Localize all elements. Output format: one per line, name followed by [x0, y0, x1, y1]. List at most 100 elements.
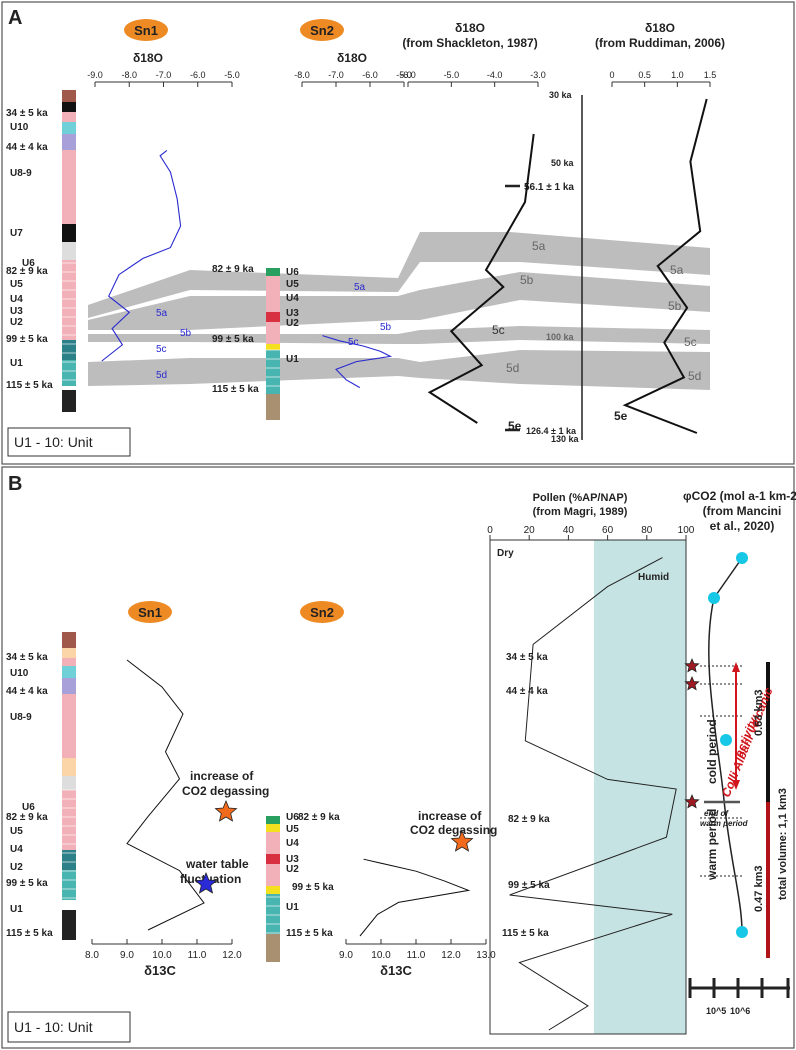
svg-text:126.4 ± 1 ka: 126.4 ± 1 ka [526, 426, 577, 436]
pollen-tick-label: 100 [678, 525, 695, 536]
sn2-a-tick-label: -7.0 [328, 70, 344, 80]
svg-text:et al., 2020): et al., 2020) [710, 519, 775, 533]
rudd-tick-label: 1.5 [704, 70, 717, 80]
rudd-tick-label: 0.5 [638, 70, 651, 80]
svg-text:U1: U1 [286, 902, 299, 913]
svg-text:U6: U6 [286, 267, 299, 278]
svg-text:10^5: 10^5 [706, 1006, 726, 1016]
svg-text:U10: U10 [10, 122, 29, 133]
svg-text:U5: U5 [286, 279, 299, 290]
svg-text:Sn1: Sn1 [134, 23, 158, 38]
svg-text:Sn2: Sn2 [310, 23, 334, 38]
svg-text:U6: U6 [22, 258, 35, 269]
rudd-tick-label: 0 [609, 70, 614, 80]
panel-b-label: B [8, 473, 22, 495]
svg-text:U3: U3 [286, 854, 299, 865]
svg-text:5d: 5d [156, 370, 167, 381]
svg-text:115 ± 5 ka: 115 ± 5 ka [286, 928, 333, 939]
star-co2-3 [684, 793, 700, 809]
shack-tick-label: -6.0 [400, 70, 416, 80]
star-increase-sn2 [450, 829, 474, 852]
sn2-b-tick-label: 9.0 [339, 950, 353, 961]
svg-text:44 ± 4 ka: 44 ± 4 ka [6, 686, 48, 697]
svg-text:82 ± 9 ka: 82 ± 9 ka [6, 812, 48, 823]
svg-text:5a: 5a [532, 239, 546, 253]
svg-text:U2: U2 [10, 862, 23, 873]
badge-sn2-a: Sn2 [300, 19, 344, 41]
svg-text:(from Mancini: (from Mancini [703, 504, 782, 518]
svg-text:99 ± 5 ka: 99 ± 5 ka [6, 334, 48, 345]
sn1-a-tick-label: -9.0 [87, 70, 103, 80]
svg-text:U1: U1 [10, 904, 23, 915]
annotation-increase-sn2: increase of CO2 degassing [410, 809, 497, 837]
svg-text:U10: U10 [10, 668, 29, 679]
svg-text:U1: U1 [286, 354, 299, 365]
svg-text:0.63 km3: 0.63 km3 [753, 690, 765, 736]
svg-text:U5: U5 [286, 824, 299, 835]
svg-text:0.47 km3: 0.47 km3 [753, 866, 765, 912]
svg-text:water table: water table [185, 857, 249, 871]
svg-text:5c: 5c [492, 323, 505, 337]
svg-text:U3: U3 [10, 306, 23, 317]
svg-text:5b: 5b [668, 299, 682, 313]
sn1-b-tick-label: 8.0 [85, 950, 99, 961]
co2-panel: φCO2 (mol a-1 km-2) (from Mancini et al.… [683, 489, 796, 1016]
sn1-d13c-title: δ13C [144, 963, 176, 978]
sn1-labels-a: 34 ± 5 ka U10 44 ± 4 ka U8-9 U7 U6 82 ± … [6, 108, 53, 391]
svg-text:115 ± 5 ka: 115 ± 5 ka [502, 928, 549, 939]
pollen-tick-label: 80 [641, 525, 653, 536]
svg-text:99 ± 5 ka: 99 ± 5 ka [212, 334, 254, 345]
sn2-b-tick-label: 13.0 [476, 950, 496, 961]
rudd-title: δ18O [645, 21, 675, 35]
badge-sn1-a: Sn1 [124, 19, 168, 41]
svg-text:5e: 5e [614, 409, 628, 423]
svg-text:U5: U5 [10, 279, 23, 290]
svg-text:U6: U6 [286, 812, 299, 823]
svg-text:warm period: warm period [700, 819, 749, 828]
svg-text:82 ± 9 ka: 82 ± 9 ka [6, 266, 48, 277]
sn1-b-tick-label: 11.0 [188, 950, 207, 961]
svg-text:end of: end of [704, 809, 729, 818]
svg-text:30 ka: 30 ka [549, 90, 573, 100]
svg-text:5a: 5a [354, 282, 366, 293]
sn2-labels-a: 82 ± 9 ka U6 U5 U4 U3 U2 99 ± 5 ka U1 11… [212, 264, 299, 395]
panel-a-frame [1, 1, 795, 465]
svg-text:44 ± 4 ka: 44 ± 4 ka [506, 686, 548, 697]
svg-text:115 ± 5 ka: 115 ± 5 ka [6, 928, 53, 939]
svg-text:Sn1: Sn1 [138, 605, 162, 620]
pollen-tick-label: 20 [524, 525, 536, 536]
svg-text:Humid: Humid [638, 572, 669, 583]
shackleton-curve [427, 133, 535, 424]
sn1-b-tick-label: 12.0 [222, 950, 242, 961]
sn2-a-tick-label: -6.0 [362, 70, 378, 80]
sn1-a-tick-label: -5.0 [224, 70, 240, 80]
sn2-axis-a: -8.0-7.0-6.0-5.0 [294, 70, 412, 87]
svg-text:cold period: cold period [705, 719, 719, 784]
svg-text:5a: 5a [156, 308, 168, 319]
svg-text:Dry: Dry [497, 548, 514, 559]
svg-text:U1 - 10: Unit: U1 - 10: Unit [14, 1019, 93, 1035]
sn1-labels-b: 34 ± 5 ka U10 44 ± 4 ka U8-9 U6 82 ± 9 k… [6, 652, 53, 939]
svg-text:99 ± 5 ka: 99 ± 5 ka [508, 880, 550, 891]
shack-title: δ18O [455, 21, 485, 35]
svg-text:U1 - 10: Unit: U1 - 10: Unit [14, 434, 93, 450]
svg-text:115 ± 5 ka: 115 ± 5 ka [6, 380, 53, 391]
svg-text:U6: U6 [22, 802, 35, 813]
annotation-water-table: water table fluctuation [180, 857, 249, 886]
star-co2-1 [684, 657, 700, 673]
shack-axis: -6.0-5.0-4.0-3.0 [400, 70, 546, 87]
svg-text:U8-9: U8-9 [10, 168, 32, 179]
sn1-a-tick-label: -8.0 [121, 70, 137, 80]
svg-text:56.1 ± 1 ka: 56.1 ± 1 ka [524, 182, 574, 193]
unit-legend-a: U1 - 10: Unit [7, 427, 131, 457]
panel-b-frame [1, 466, 795, 1049]
correlation-bands-a [88, 232, 710, 390]
svg-text:5c: 5c [348, 337, 359, 348]
svg-text:U2: U2 [286, 318, 299, 329]
curves-b [126, 659, 471, 937]
pollen-curve [509, 557, 677, 1031]
